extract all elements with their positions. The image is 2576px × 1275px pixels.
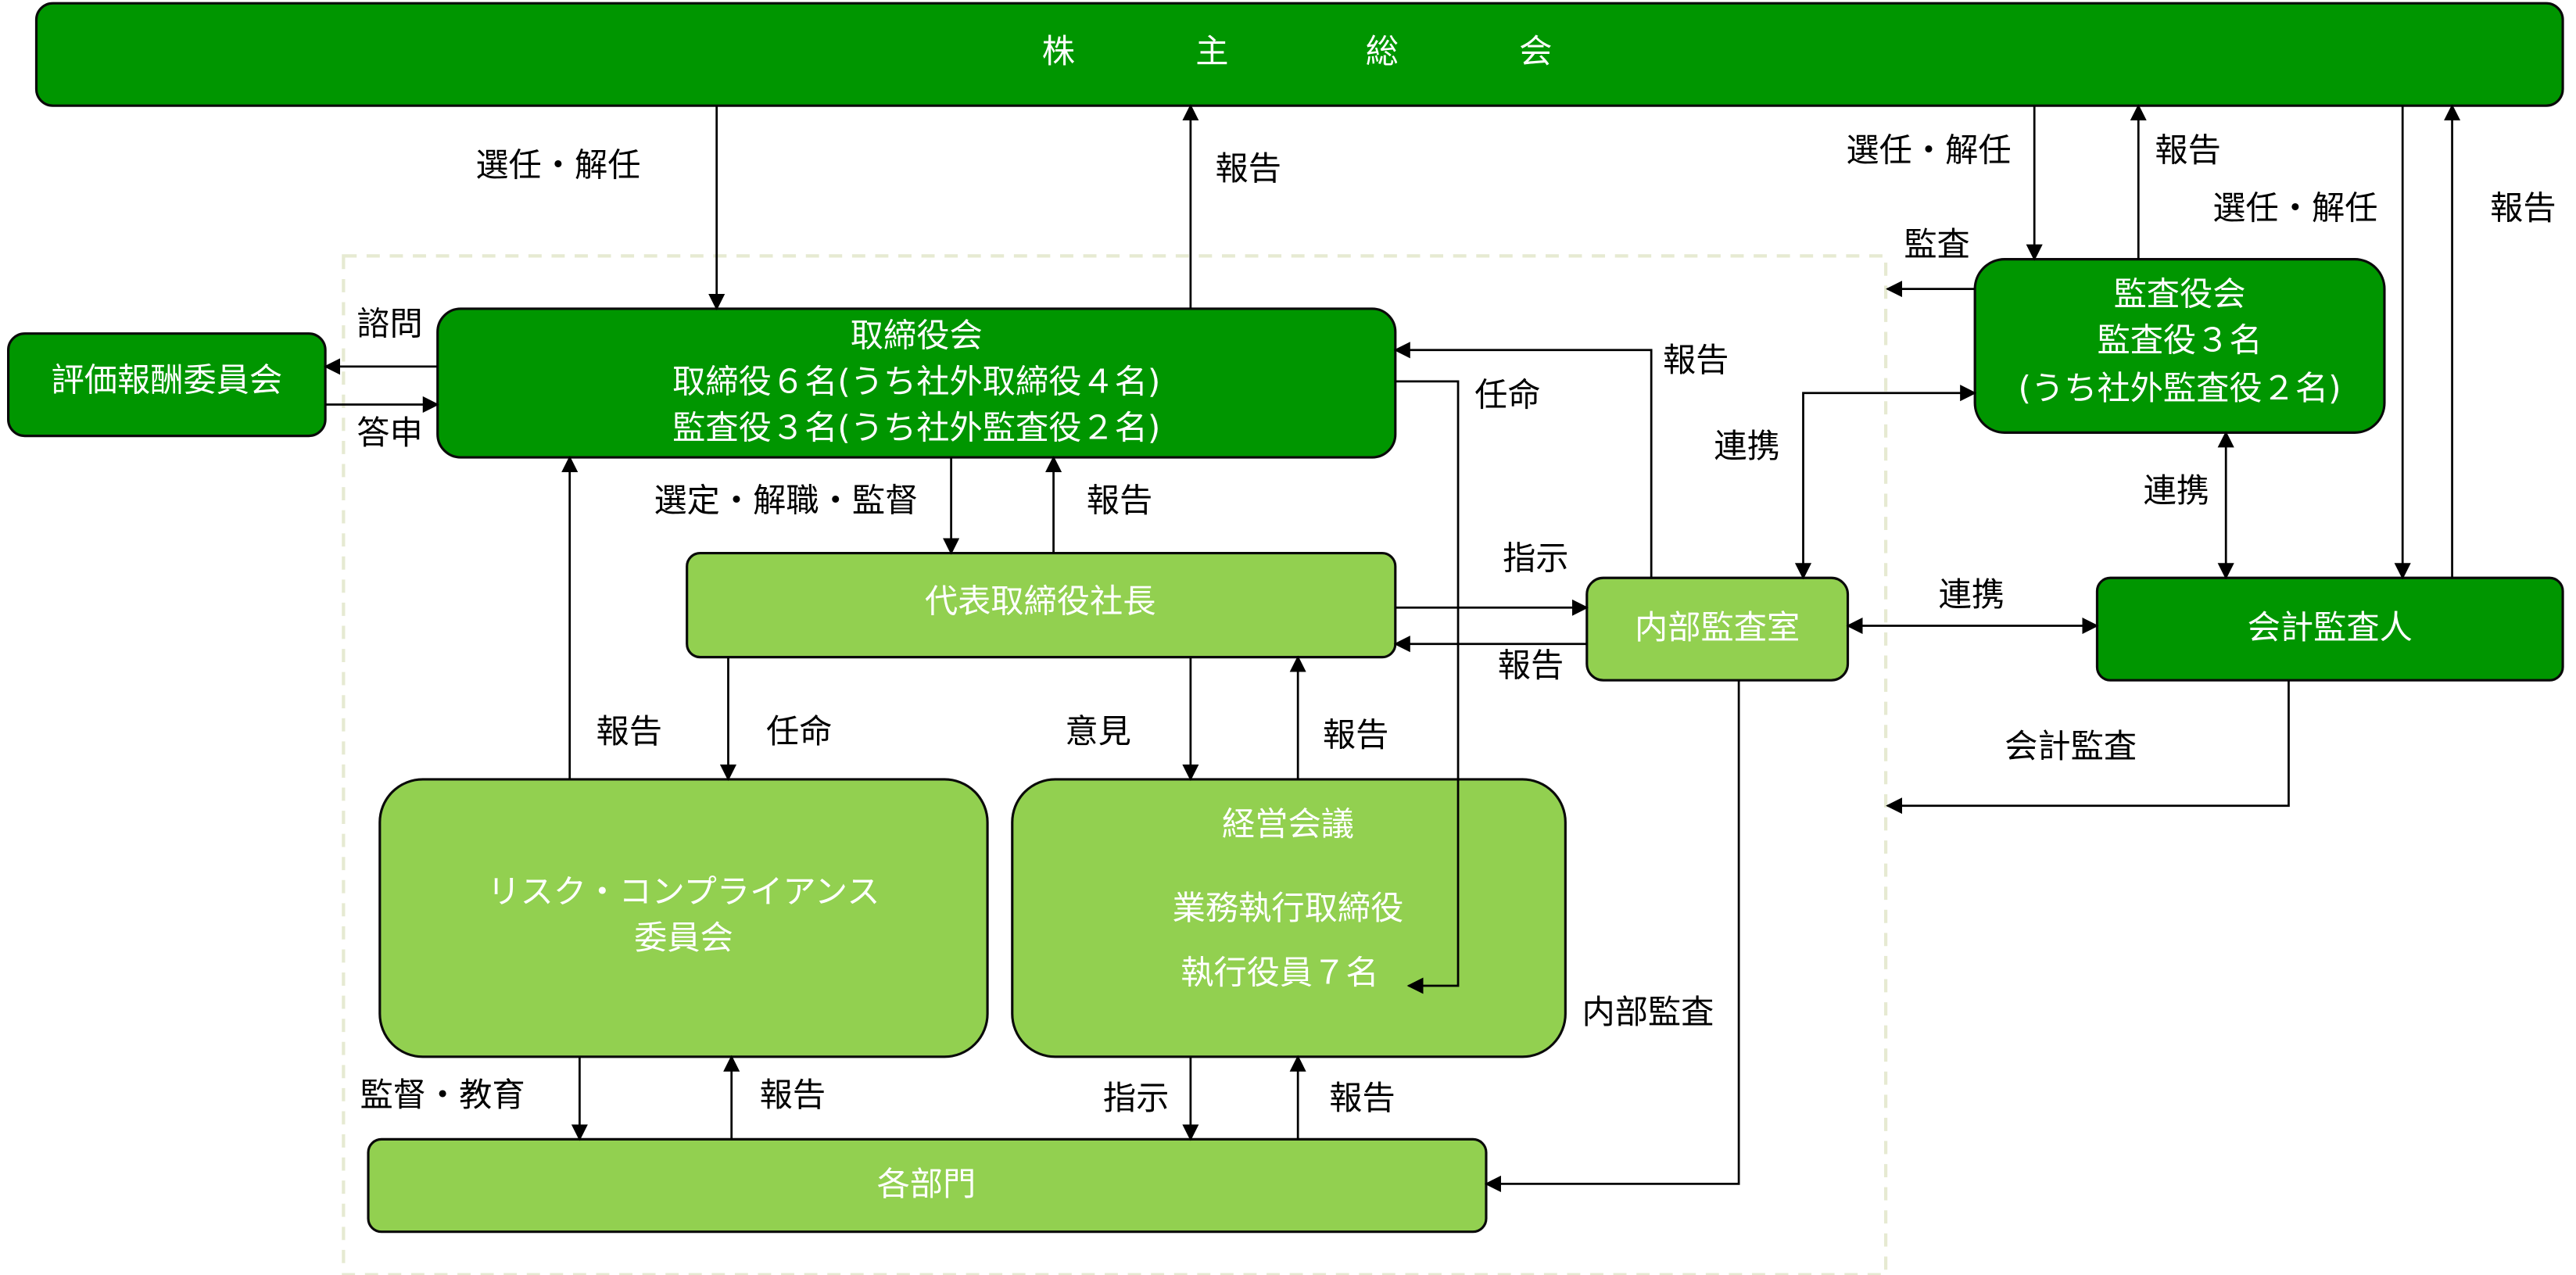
connector-label: 連携 bbox=[2144, 471, 2209, 510]
connector-label: 報告 bbox=[1663, 341, 1729, 379]
connector-label: 連携 bbox=[1939, 575, 2005, 614]
risk-compliance-committee-box: リスク・コンプライアンス 委員会 bbox=[378, 778, 989, 1058]
compensation-committee-box: 評価報酬委員会 bbox=[7, 332, 327, 438]
connector-label: 選任・解任 bbox=[475, 146, 640, 184]
connector-label: 任命 bbox=[1474, 375, 1540, 414]
box-line: 執行役員７名 bbox=[1181, 954, 1378, 992]
accounting-auditor-box: 会計監査人 bbox=[2095, 576, 2564, 682]
president-box: 代表取締役社長 bbox=[686, 551, 1397, 659]
box-line: リスク・コンプライアンス bbox=[487, 872, 880, 911]
box-line: 業務執行取締役 bbox=[1173, 889, 1404, 927]
connector-label: 報告 bbox=[1498, 646, 1564, 685]
arrow bbox=[1395, 380, 1460, 994]
shareholders-meeting-box: 株 主 総 会 bbox=[34, 2, 2564, 107]
box-label: 代表取締役社長 bbox=[925, 582, 1156, 620]
shareholders-char: 株 bbox=[1042, 32, 1075, 70]
connector-label: 報告 bbox=[597, 712, 662, 750]
management-meeting-box: 経営会議 業務執行取締役 執行役員７名 bbox=[1011, 778, 1567, 1058]
connector-label: 選任・解任 bbox=[1846, 131, 2011, 170]
arrow bbox=[1886, 680, 2290, 815]
connector-label: 報告 bbox=[760, 1076, 826, 1114]
box-title: 監査役会 bbox=[2114, 274, 2246, 313]
box-label: 会計監査人 bbox=[2248, 608, 2413, 646]
connector-label: 任命 bbox=[766, 712, 832, 750]
box-line: 監査役３名(うち社外監査役２名) bbox=[672, 409, 1160, 447]
arrow bbox=[1794, 385, 1977, 580]
shareholders-char: 総 bbox=[1366, 32, 1399, 70]
connector-label: 監督・教育 bbox=[360, 1076, 525, 1114]
connector-label: 報告 bbox=[1087, 481, 1152, 519]
connector-label: 報告 bbox=[1323, 715, 1388, 754]
connector-label: 答申 bbox=[356, 414, 422, 452]
box-label: 各部門 bbox=[877, 1165, 976, 1203]
connector-label: 指示 bbox=[1103, 1079, 1169, 1117]
connector-label: 指示 bbox=[1503, 539, 1568, 577]
connector-label: 報告 bbox=[2490, 189, 2556, 227]
box-title: 経営会議 bbox=[1222, 804, 1354, 843]
connector-label: 監査 bbox=[1904, 225, 1969, 263]
shareholders-char: 主 bbox=[1195, 32, 1228, 70]
box-label: 評価報酬委員会 bbox=[52, 360, 283, 399]
arrow bbox=[1484, 680, 1740, 1192]
connector-label: 意見 bbox=[1065, 712, 1130, 750]
arrow bbox=[1393, 342, 1653, 578]
board-of-directors-box: 取締役会 取締役６名(うち社外取締役４名) 監査役３名(うち社外監査役２名) bbox=[436, 307, 1397, 459]
connector-labels: 選任・解任 報告 選任・解任 報告 選任・解任 報告 監査 諮問 答申 報告 任… bbox=[356, 131, 2556, 1117]
departments-box: 各部門 bbox=[367, 1137, 1488, 1234]
connector-label: 報告 bbox=[1329, 1079, 1395, 1117]
box-title: 取締役会 bbox=[851, 316, 983, 354]
connector-label: 内部監査 bbox=[1582, 993, 1714, 1031]
connector-label: 選定・解職・監督 bbox=[654, 481, 918, 519]
internal-audit-box: 内部監査室 bbox=[1585, 576, 1850, 682]
shareholders-char: 会 bbox=[1519, 32, 1552, 70]
connector-label: 選任・解任 bbox=[2212, 189, 2377, 227]
box-line: 監査役３名 bbox=[2097, 321, 2262, 360]
box-line: 委員会 bbox=[634, 919, 733, 957]
box-label: 内部監査室 bbox=[1635, 608, 1800, 646]
connector-label: 会計監査 bbox=[2005, 727, 2137, 765]
connector-label: 諮問 bbox=[356, 304, 422, 342]
connector-label: 連携 bbox=[1714, 427, 1779, 465]
audit-board-box: 監査役会 監査役３名 (うち社外監査役２名) bbox=[1973, 258, 2386, 434]
box-line: 取締役６名(うち社外取締役４名) bbox=[672, 362, 1160, 400]
connectors bbox=[324, 104, 2461, 1192]
box-line: (うち社外監査役２名) bbox=[2019, 369, 2341, 407]
connector-label: 報告 bbox=[1216, 149, 1281, 188]
connector-label: 報告 bbox=[2155, 131, 2220, 170]
